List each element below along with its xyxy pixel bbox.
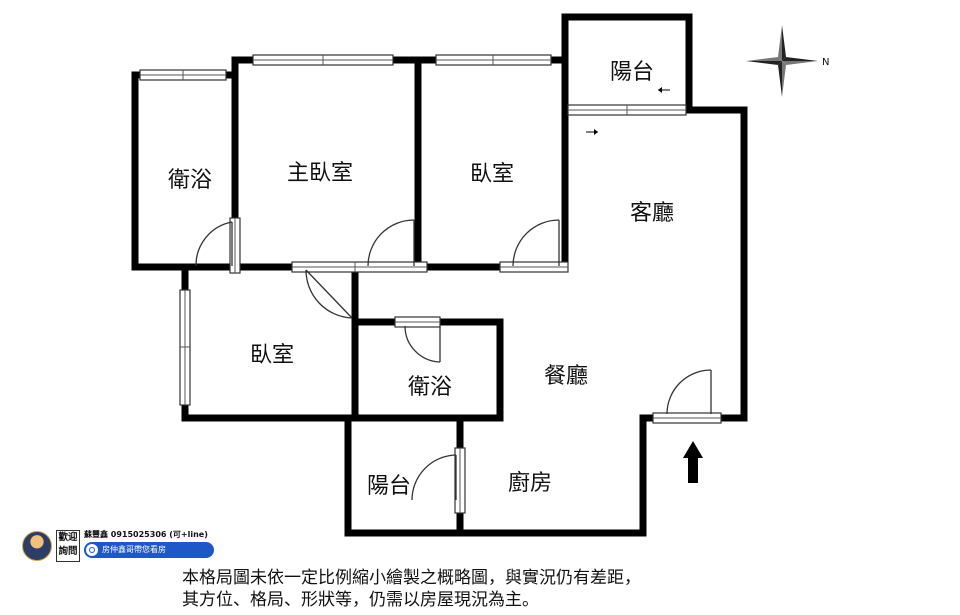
disclaimer-line-2: 其方位、格局、形狀等，仍需以房屋現況為主。 [182,590,539,610]
window-master-top [252,54,394,66]
welcome-box: 歡迎 詢問 [56,530,80,562]
doors [195,219,712,501]
door-bedroom1 [512,219,560,267]
agent-contact: 蘇豐鑫 0915025306 (可+line) [84,530,208,539]
window-bedroom-top [435,54,552,66]
room-label-master-bedroom: 主臥室 [287,161,353,186]
compass-icon: N [746,25,829,97]
door-bath1 [195,221,233,267]
window-balcony2-side [454,447,466,514]
window-bath2-top [394,316,441,328]
room-label-kitchen: 廚房 [508,471,552,496]
room-label-bath-1: 衛浴 [168,168,212,193]
window-under-master [291,261,428,273]
walls [131,13,748,537]
room-label-bedroom-2: 臥室 [250,343,294,368]
room-label-living-room: 客廳 [630,201,674,226]
window-bedroom2-left [179,289,191,406]
door-bath2 [404,325,441,363]
room-labels: 衛浴 主臥室 臥室 陽台 客廳 臥室 衛浴 餐廳 陽台 廚房 [168,60,674,499]
room-label-bath-2: 衛浴 [408,375,452,400]
agent-card: 歡迎 詢問 蘇豐鑫 0915025306 (可+line) 房仲鑫哥帶您看房 [22,529,214,563]
welcome-line-2: 詢問 [58,546,78,557]
room-label-balcony-2: 陽台 [367,474,411,499]
door-balcony2 [411,454,457,501]
windows [139,54,722,514]
search-icon [86,544,98,556]
compass-north-label: N [822,57,829,68]
room-label-bedroom-1: 臥室 [470,162,514,187]
agent-search-text: 房仲鑫哥帶您看房 [102,545,166,554]
entrance-arrow-icon [683,441,703,483]
window-under-bedroom [499,261,569,273]
window-bath1-side [229,217,241,274]
welcome-line-1: 歡迎 [58,532,78,543]
slider-arrows [586,87,670,135]
door-master [367,219,415,267]
disclaimer-line-1: 本格局圖未依一定比例縮小繪製之概略圖，與實況仍有差距， [182,568,641,588]
window-bath-top [139,69,227,81]
door-entrance [666,369,712,415]
room-label-balcony-1: 陽台 [610,60,654,85]
agent-search-pill[interactable]: 房仲鑫哥帶您看房 [84,542,214,558]
disclaimer: 本格局圖未依一定比例縮小繪製之概略圖，與實況仍有差距， 其方位、格局、形狀等，仍… [182,567,742,611]
window-entrance [652,412,722,424]
window-balcony-slider [567,104,687,116]
door-bedroom2 [305,269,353,319]
avatar [22,531,52,561]
room-label-dining-room: 餐廳 [544,364,588,389]
